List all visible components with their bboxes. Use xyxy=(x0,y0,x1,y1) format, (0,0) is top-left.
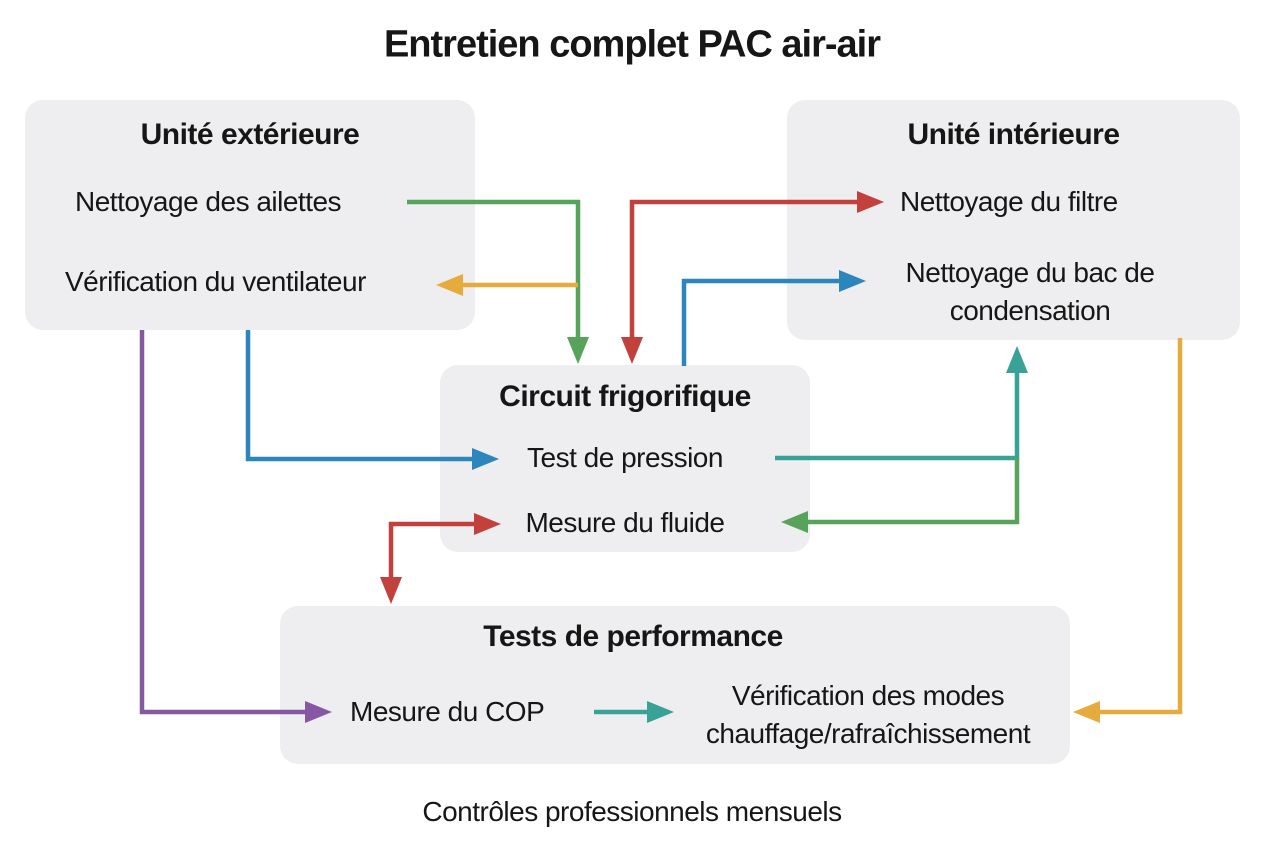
item-test-de-pression: Test de pression xyxy=(527,442,723,473)
item-mesure-du-fluide: Mesure du fluide xyxy=(525,507,725,538)
arrowhead-down-icon xyxy=(621,337,643,364)
box-tests-performance-title: Tests de performance xyxy=(483,620,783,653)
arrow-pression-to-bac xyxy=(775,346,1028,461)
diagram-title: Entretien complet PAC air-air xyxy=(383,23,881,66)
item-nettoyage-bac-condensation: Nettoyage du bac de condensation xyxy=(905,257,1155,326)
box-unite-interieure: Unité intérieure Nettoyage du filtre Net… xyxy=(787,100,1240,340)
item-nettoyage-ailettes: Nettoyage des ailettes xyxy=(75,186,342,217)
item-verification-modes: Vérification des modes chauffage/rafraîc… xyxy=(705,680,1031,749)
box-circuit-frigorifique-title: Circuit frigorifique xyxy=(499,380,751,413)
arrowhead-down-icon xyxy=(567,337,589,364)
box-unite-interieure-title: Unité intérieure xyxy=(907,118,1120,151)
diagram-caption: Contrôles professionnels mensuels xyxy=(422,796,842,827)
box-unite-exterieure-title: Unité extérieure xyxy=(140,118,360,151)
arrowhead-up-icon xyxy=(1006,346,1028,373)
arrow-int-to-modes xyxy=(1073,338,1183,723)
arrowhead-down-icon xyxy=(380,577,402,604)
box-tests-performance: Tests de performance Mesure du COP Vérif… xyxy=(280,606,1070,764)
item-nettoyage-filtre: Nettoyage du filtre xyxy=(900,186,1118,217)
item-mesure-du-cop: Mesure du COP xyxy=(350,696,545,727)
box-circuit-frigorifique: Circuit frigorifique Test de pression Me… xyxy=(440,365,810,552)
box-unite-exterieure: Unité extérieure Nettoyage des ailettes … xyxy=(25,100,475,330)
arrow-bac-to-fluide xyxy=(781,458,1020,533)
item-verification-ventilateur: Vérification du ventilateur xyxy=(65,266,366,297)
